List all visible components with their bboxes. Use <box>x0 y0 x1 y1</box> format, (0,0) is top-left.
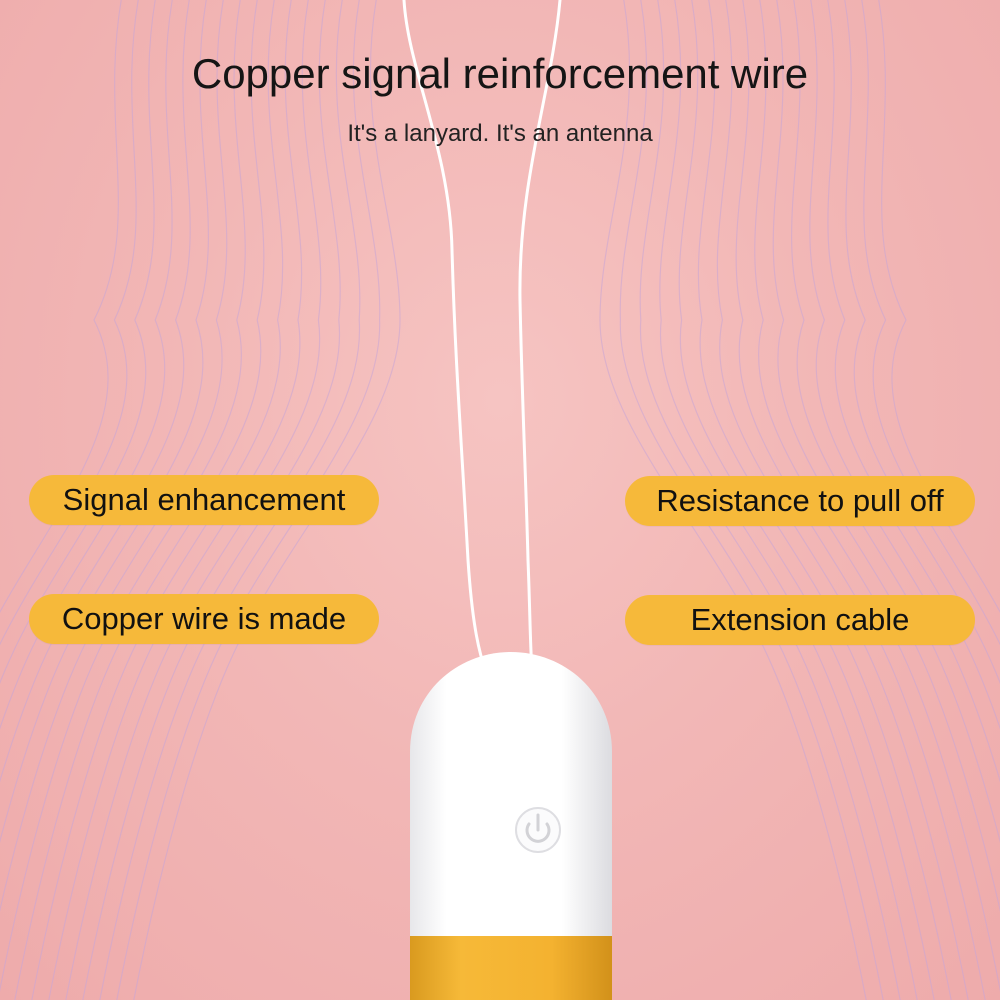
feature-badge-signal-enhancement: Signal enhancement <box>29 475 379 525</box>
wire-right <box>518 0 562 674</box>
wave-line <box>878 0 1000 614</box>
page-subtitle: It's a lanyard. It's an antenna <box>347 120 653 147</box>
wave-line <box>844 0 1000 685</box>
device-base <box>410 936 612 1000</box>
feature-badge-extension-cable: Extension cable <box>625 595 975 645</box>
wave-line <box>0 0 156 685</box>
wave-line <box>0 0 173 730</box>
device-capsule <box>410 652 612 1000</box>
page-title: Copper signal reinforcement wire <box>191 50 809 97</box>
device-body <box>410 652 612 936</box>
wave-line <box>0 0 139 646</box>
power-icon[interactable] <box>515 807 561 853</box>
wave-line <box>861 0 1000 646</box>
wave-line <box>827 0 1000 730</box>
feature-badge-pull-resistance: Resistance to pull off <box>625 476 975 526</box>
wave-line <box>809 0 1000 783</box>
feature-badge-copper-wire: Copper wire is made <box>29 594 379 644</box>
wave-line <box>0 0 122 614</box>
wave-line <box>0 0 191 783</box>
wire-left <box>402 0 488 674</box>
